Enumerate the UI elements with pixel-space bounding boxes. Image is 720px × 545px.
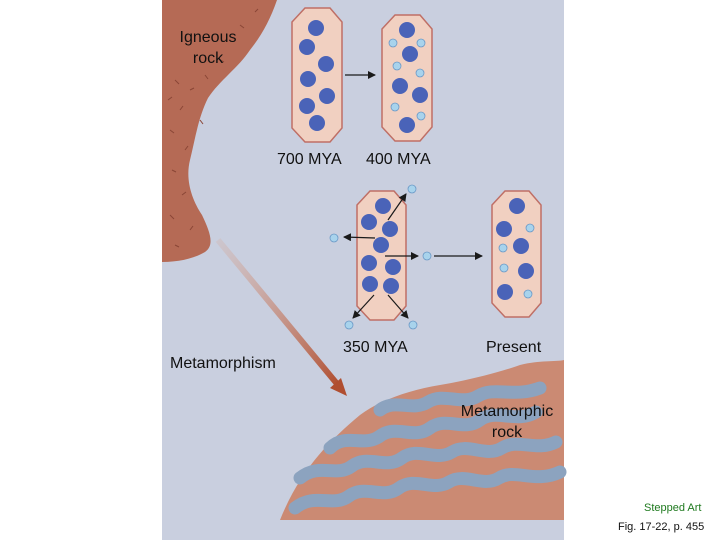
metamorphic-label-line2: rock (491, 424, 523, 441)
parent-atoms (496, 198, 534, 300)
figure-reference: Fig. 17-22, p. 455 (618, 521, 705, 533)
daughter-atoms (498, 223, 535, 299)
metamorphism-arrowhead (330, 378, 347, 396)
metamorphic-label-line1: Metamorphic (460, 403, 554, 420)
time-label-400: 400 MYA (366, 151, 431, 168)
daughter-atoms (388, 38, 426, 121)
crystal-700-mya (291, 7, 343, 143)
metamorphism-label: Metamorphism (170, 355, 276, 372)
metamorphic-bands (288, 381, 567, 515)
time-label-700: 700 MYA (277, 151, 342, 168)
igneous-label-line1: Igneous (179, 29, 237, 46)
parent-atoms (392, 22, 428, 133)
stepped-art-label: Stepped Art (644, 502, 702, 514)
igneous-rock-label: Igneous rock (170, 27, 246, 69)
igneous-label-line2: rock (192, 50, 224, 67)
metamorphism-arrow (215, 238, 341, 387)
time-label-350: 350 MYA (343, 339, 408, 356)
crystal-present (491, 190, 542, 318)
igneous-rock (162, 0, 277, 262)
crystal-400-mya (381, 14, 433, 142)
time-label-present: Present (486, 339, 542, 356)
escape-arrows (343, 193, 419, 319)
igneous-speckles (167, 8, 259, 248)
escaped-daughter-atoms (329, 184, 432, 330)
parent-atoms (299, 20, 335, 131)
parent-atoms (361, 198, 401, 294)
metamorphic-rock-label: Metamorphic rock (448, 401, 566, 443)
crystal-350-mya (329, 184, 432, 330)
